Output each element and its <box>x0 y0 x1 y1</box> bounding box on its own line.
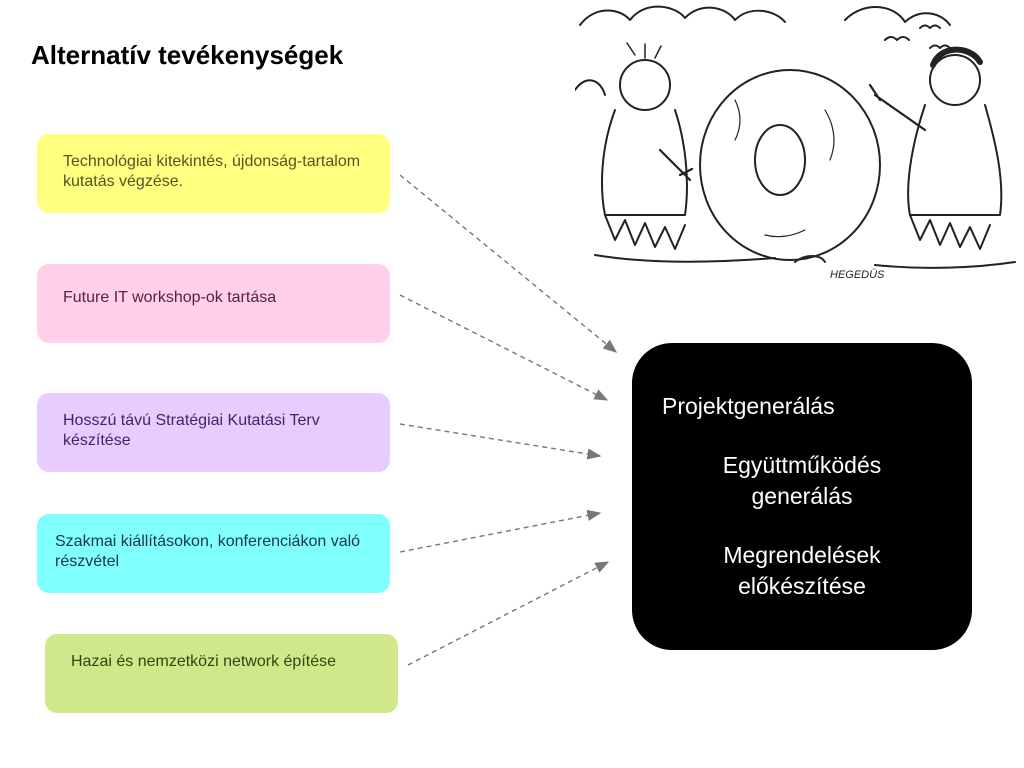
arrow-from-box-4 <box>407 561 610 666</box>
arrow-from-box-1 <box>399 294 609 401</box>
foliage <box>575 5 951 96</box>
cartoon-illustration: HEGEDÜS <box>575 5 1016 281</box>
caveman-left-head <box>619 59 671 111</box>
outcome-cooperation-generation: Együttműködés generálás <box>722 452 882 509</box>
ground <box>594 254 1016 269</box>
outcome-box: Projektgenerálás Együttműködés generálás… <box>632 343 972 650</box>
caveman-right-body <box>907 104 1003 216</box>
arrow-from-box-2 <box>399 423 602 460</box>
arrow-from-box-3 <box>399 509 602 553</box>
bird-icon <box>929 44 951 49</box>
activity-label: Hosszú távú Stratégiai Kutatási Terv kés… <box>63 412 320 449</box>
caveman-right-head <box>929 54 981 106</box>
activity-box-technology-outlook: Technológiai kitekintés, újdonság-tartal… <box>37 134 390 213</box>
activity-box-strategic-research-plan: Hosszú távú Stratégiai Kutatási Terv kés… <box>37 393 390 472</box>
activity-label: Hazai és nemzetközi network építése <box>71 653 337 670</box>
outcome-project-generation: Projektgenerálás <box>662 393 835 419</box>
caveman-left-body <box>601 109 688 216</box>
bird-icon <box>884 36 910 41</box>
outcome-order-preparation: Megrendelések előkészítése <box>723 542 881 599</box>
activity-label: Future IT workshop-ok tartása <box>63 289 277 306</box>
activity-box-future-it-workshops: Future IT workshop-ok tartása <box>37 264 390 343</box>
bird-icon <box>919 24 941 29</box>
activity-label: Technológiai kitekintés, újdonság-tartal… <box>63 153 361 190</box>
cartoon-signature: HEGEDÜS <box>830 269 885 281</box>
activity-label: Szakmai kiállításokon, konferenciákon va… <box>55 533 361 570</box>
activity-box-exhibitions-conferences: Szakmai kiállításokon, konferenciákon va… <box>37 514 390 593</box>
activity-box-network-building: Hazai és nemzetközi network építése <box>45 634 398 713</box>
wheel-hole <box>754 124 806 196</box>
page-title: Alternatív tevékenységek <box>31 40 344 70</box>
